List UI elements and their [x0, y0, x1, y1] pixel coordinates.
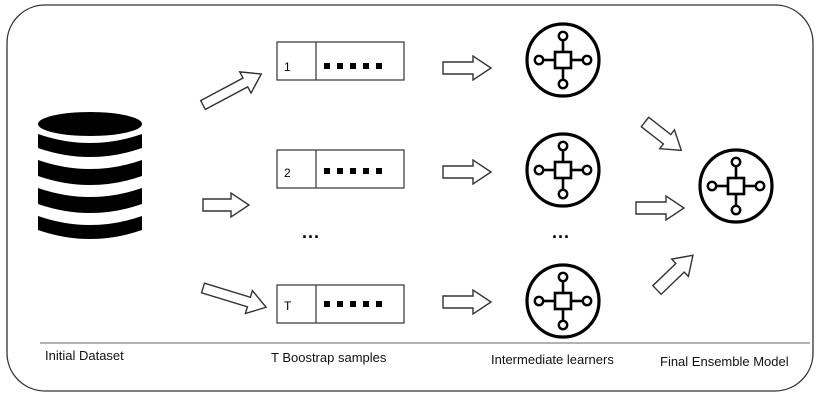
learners-ellipsis: ... [552, 222, 571, 242]
arrow-icon [200, 282, 268, 315]
final-model-icon [698, 148, 774, 224]
database-icon [38, 112, 142, 239]
samples-ellipsis: ... [302, 222, 321, 242]
arrow-icon [635, 194, 686, 222]
arrow-icon [442, 288, 493, 316]
sample-index-1: 1 [284, 60, 291, 74]
arrow-icon [199, 71, 263, 111]
label-bootstrap-samples: T Boostrap samples [271, 350, 387, 365]
arrow-icon [640, 116, 683, 152]
sample-index-2: 2 [284, 166, 291, 180]
label-final-model: Final Ensemble Model [660, 354, 789, 369]
arrow-icon [651, 254, 694, 296]
learner-icon [525, 22, 601, 98]
learner-icon [525, 132, 601, 208]
sample-box [276, 149, 405, 189]
arrow-icon [442, 158, 493, 186]
arrow-icon [442, 54, 493, 82]
sample-index-t: T [284, 299, 292, 313]
label-initial-dataset: Initial Dataset [45, 348, 124, 363]
learner-icon [525, 263, 601, 339]
sample-box [276, 284, 405, 324]
sample-box [276, 41, 405, 81]
arrow-icon [202, 191, 251, 219]
label-intermediate-learners: Intermediate learners [491, 352, 614, 367]
